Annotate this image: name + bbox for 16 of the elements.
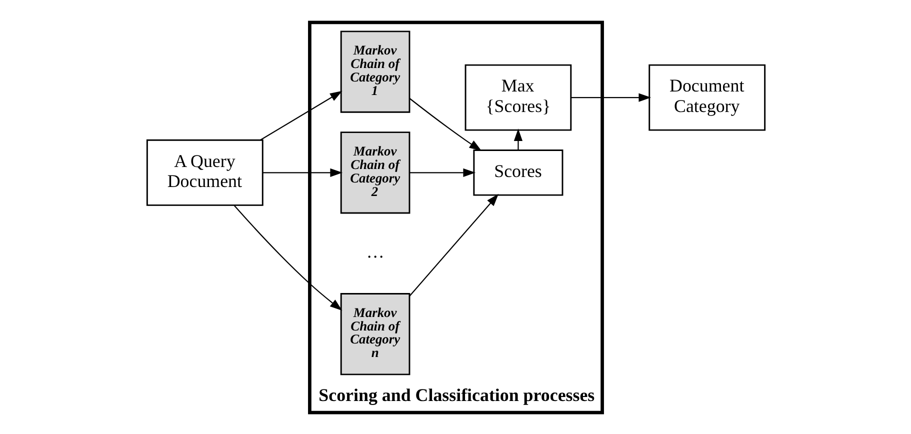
arrow	[233, 204, 342, 310]
arrow	[408, 193, 498, 296]
arrow	[260, 90, 342, 140]
node-box: Max {Scores}	[464, 64, 572, 130]
node-box: A Query Document	[146, 138, 263, 206]
arrow	[408, 98, 482, 150]
node-box: Markov Chain of Category 1	[340, 30, 410, 112]
node-box: Markov Chain of Category 2	[340, 131, 410, 214]
arrow	[570, 92, 651, 102]
label: …	[366, 241, 384, 262]
arrow	[513, 128, 522, 150]
node-box: Markov Chain of Category n	[340, 292, 410, 375]
node-box: Scores	[472, 149, 563, 196]
arrow	[409, 168, 476, 176]
arrow	[262, 168, 342, 176]
node-box: Document Category	[648, 64, 766, 130]
